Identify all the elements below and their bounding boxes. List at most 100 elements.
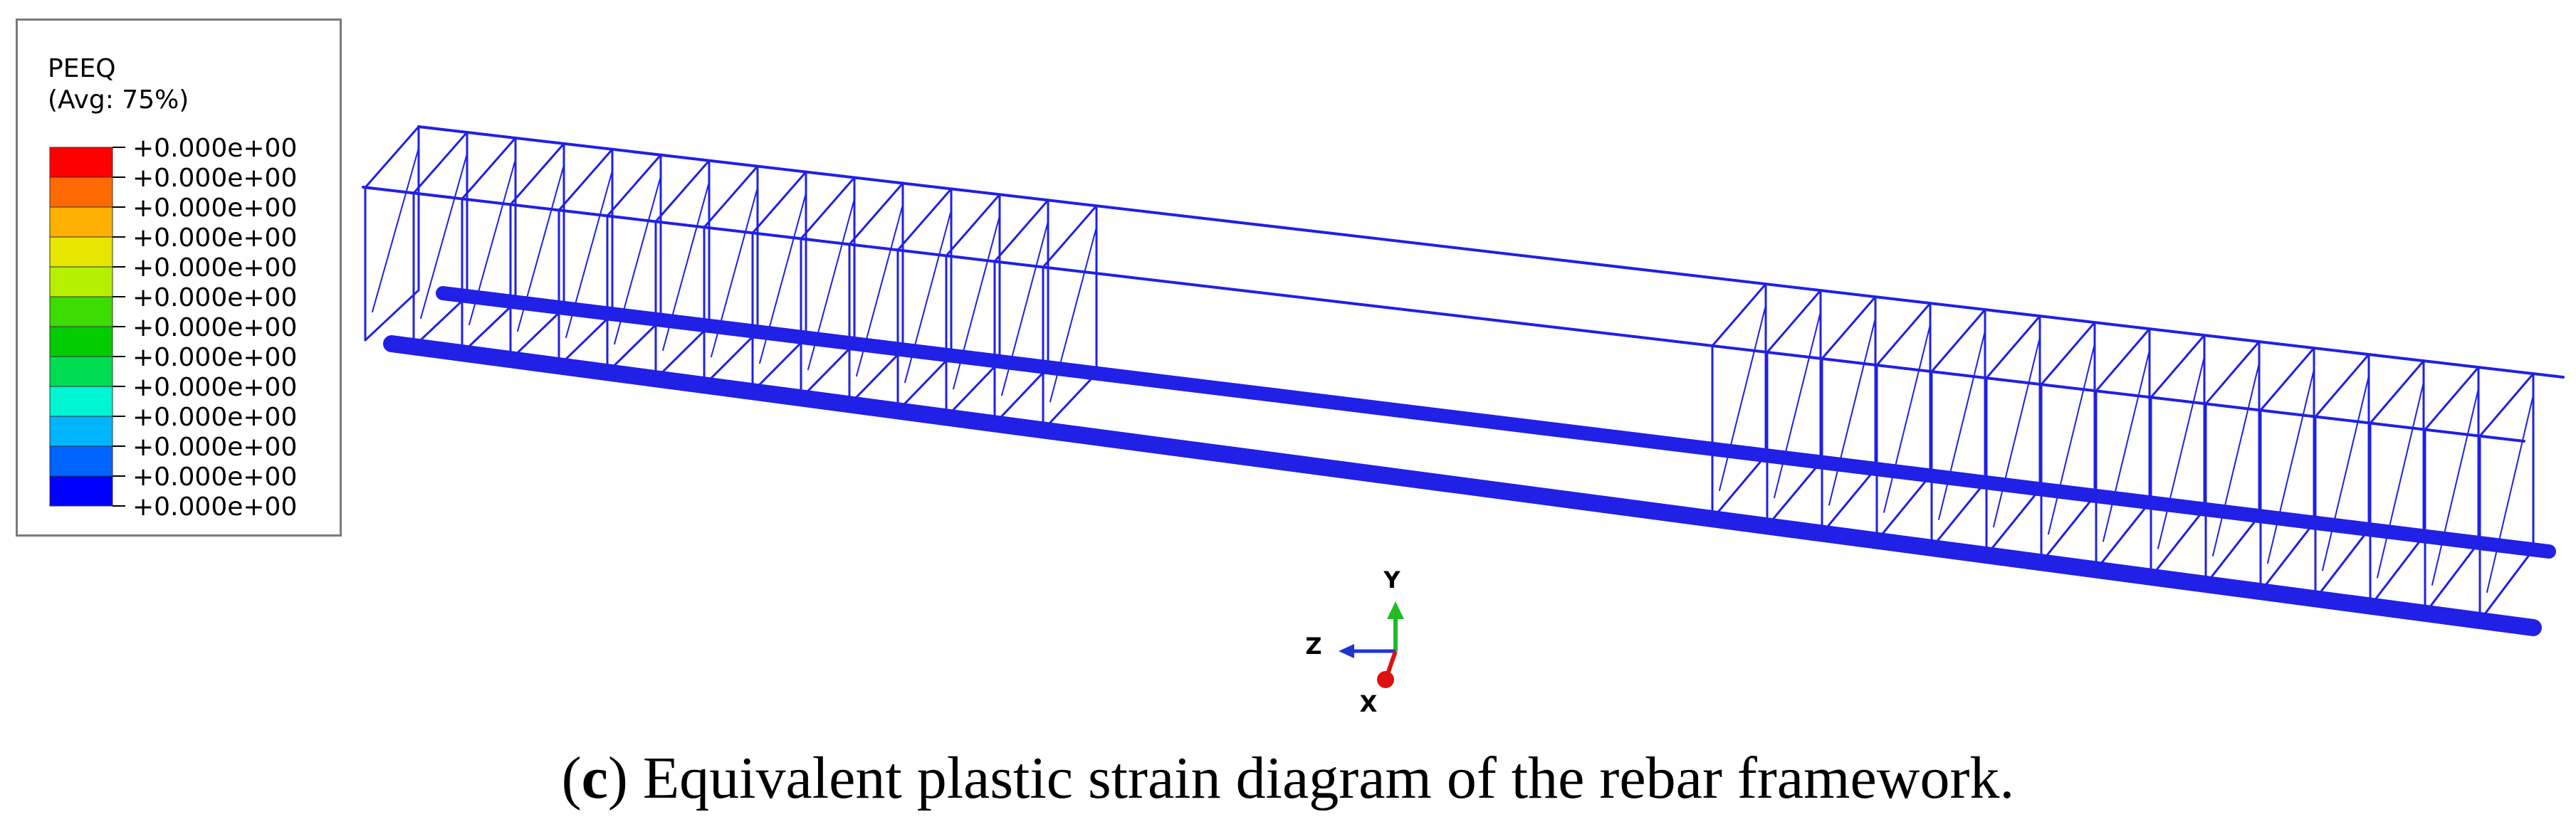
stirrup-24-top-leg	[2150, 334, 2206, 399]
stirrup-27-top-leg	[2314, 353, 2370, 418]
stirrup-29-top-leg	[2424, 366, 2480, 431]
stirrup-7-bottom-leg	[654, 324, 711, 380]
axis-triad: YZX	[1305, 566, 1404, 712]
contour-legend: PEEQ (Avg: 75%) +0.000e+00+0.000e+00+0.0…	[16, 19, 342, 537]
stirrup-20-bottom-leg	[1930, 481, 1986, 549]
caption-text: ) Equivalent plastic strain diagram of t…	[607, 745, 2015, 811]
axis-y-arrowhead	[1387, 601, 1404, 619]
stirrup-30-tie	[2486, 394, 2534, 593]
stirrup-26-bottom-leg	[2259, 522, 2315, 593]
legend-value-4: +0.000e+00	[132, 223, 297, 253]
stirrup-2-top-leg	[412, 131, 468, 194]
stirrup-25-top-leg	[2204, 340, 2261, 405]
axis-z-label: Z	[1305, 633, 1321, 660]
stirrup-14-bottom-leg	[993, 366, 1049, 425]
stirrup-19-bottom-leg	[1875, 474, 1932, 542]
stirrup-12-bottom-leg	[896, 354, 953, 412]
stirrup-28-bottom-leg	[2369, 534, 2425, 608]
stirrup-29-tie	[2431, 388, 2479, 586]
legend-color-scale: +0.000e+00+0.000e+00+0.000e+00+0.000e+00…	[49, 134, 297, 522]
legend-value-3: +0.000e+00	[132, 194, 297, 223]
stirrup-27-bottom-leg	[2314, 528, 2370, 600]
figure-caption: (c) Equivalent plastic strain diagram of…	[0, 749, 2576, 808]
stirrup-11-top-leg	[848, 181, 904, 246]
stirrup-1-top-leg	[364, 125, 420, 189]
legend-value-10: +0.000e+00	[132, 403, 297, 432]
stirrup-9-top-leg	[751, 171, 807, 234]
stirrup-26-tie	[2267, 369, 2315, 564]
bottom-front-bar	[383, 335, 2542, 636]
stirrup-28-tie	[2377, 381, 2424, 579]
stirrup-16-tie	[1719, 305, 1766, 492]
stirrup-22-tie	[2048, 343, 2095, 535]
stirrup-15-bottom-leg	[1042, 372, 1098, 431]
stirrup-1-bottom-leg	[364, 289, 420, 342]
legend-averaging-label: (Avg: 75%)	[48, 85, 189, 115]
stirrup-5-top-leg	[557, 148, 614, 211]
bottom-back-bar	[436, 286, 2556, 559]
stirrup-6-bottom-leg	[606, 319, 662, 374]
stirrup-23-bottom-leg	[2095, 501, 2151, 571]
stirrup-17-top-leg	[1766, 289, 1822, 354]
stirrup-18-bottom-leg	[1821, 468, 1877, 534]
stirrup-6-top-leg	[606, 154, 662, 217]
legend-band-5	[49, 266, 113, 297]
legend-value-7: +0.000e+00	[132, 313, 297, 342]
stirrup-24-tie	[2157, 356, 2205, 549]
stirrup-22-top-leg	[2040, 321, 2096, 386]
stirrup-10-bottom-leg	[800, 342, 856, 399]
legend-band-12	[49, 475, 113, 507]
stirrup-4-bottom-leg	[509, 307, 565, 361]
stirrup-16-top-leg	[1711, 283, 1767, 347]
stirrup-24-bottom-leg	[2150, 508, 2206, 579]
legend-value-1: +0.000e+00	[132, 134, 297, 163]
rebar-cage	[362, 125, 2565, 636]
legend-value-13: +0.000e+00	[132, 492, 297, 522]
legend-band-4	[49, 236, 113, 268]
stirrup-23-tie	[2103, 349, 2150, 542]
stirrup-18-top-leg	[1821, 295, 1877, 360]
stirrup-21-bottom-leg	[1985, 487, 2041, 556]
stirrup-22-bottom-leg	[2040, 495, 2096, 564]
stirrup-23-top-leg	[2095, 327, 2151, 392]
top-front-bar	[362, 186, 2525, 443]
stirrup-5-bottom-leg	[557, 312, 614, 367]
legend-band-10	[49, 416, 113, 447]
stirrup-21-top-leg	[1985, 315, 2041, 379]
stirrup-11-bottom-leg	[848, 348, 904, 406]
legend-value-9: +0.000e+00	[132, 373, 297, 402]
legend-value-11: +0.000e+00	[132, 433, 297, 462]
stirrup-3-bottom-leg	[461, 301, 517, 354]
caption-letter: c	[581, 745, 608, 811]
legend-band-11	[49, 445, 113, 477]
stirrup-10-top-leg	[800, 176, 856, 240]
top-back-bar	[417, 125, 2565, 379]
stirrup-3-top-leg	[461, 137, 517, 200]
legend-value-8: +0.000e+00	[132, 343, 297, 372]
axis-z-arrowhead	[1339, 644, 1354, 658]
stirrup-2-bottom-leg	[412, 295, 468, 348]
legend-value-12: +0.000e+00	[132, 463, 297, 492]
stirrup-17-bottom-leg	[1766, 460, 1822, 527]
stirrup-20-top-leg	[1930, 308, 1986, 373]
legend-band-2	[49, 176, 113, 208]
stirrup-16-bottom-leg	[1711, 454, 1767, 520]
legend-band-3	[49, 206, 113, 238]
stirrup-15-top-leg	[1042, 204, 1098, 268]
stirrup-20-tie	[1938, 330, 1986, 520]
stirrup-29-bottom-leg	[2424, 542, 2480, 615]
stirrup-21-tie	[1993, 337, 2041, 528]
legend-value-6: +0.000e+00	[132, 283, 297, 312]
stirrup-19-top-leg	[1875, 302, 1932, 366]
stirrup-8-top-leg	[703, 165, 759, 228]
stirrup-12-top-leg	[896, 187, 953, 251]
legend-band-1	[49, 147, 113, 178]
stirrup-7-top-leg	[654, 159, 711, 223]
stirrup-30-bottom-leg	[2478, 548, 2535, 622]
axis-x-arrowhead	[1377, 671, 1394, 688]
stirrup-4-top-leg	[509, 142, 565, 206]
stirrup-25-bottom-leg	[2204, 515, 2261, 586]
stirrup-14-top-leg	[993, 199, 1049, 263]
legend-value-5: +0.000e+00	[132, 253, 297, 283]
stirrup-28-top-leg	[2369, 359, 2425, 425]
